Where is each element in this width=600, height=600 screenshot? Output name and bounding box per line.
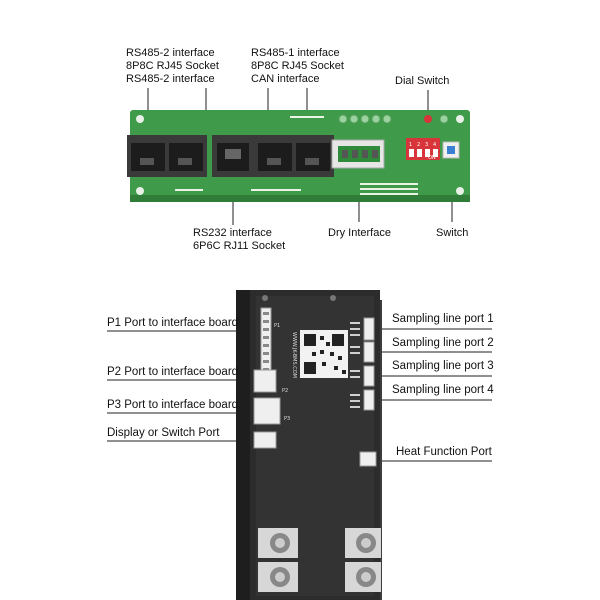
label-switch: Switch: [436, 227, 469, 239]
sampling-connectors: [363, 317, 375, 411]
label-sampling-port-2: Sampling line port 2: [392, 337, 494, 349]
silk-p3: P3: [284, 416, 290, 422]
label-sampling-port-4: Sampling line port 4: [392, 384, 494, 396]
heat-port: [359, 451, 377, 467]
label-p3-port: P3 Port to interface board: [107, 399, 239, 411]
dip-on-text: ON: [428, 155, 436, 161]
bms-board: [236, 290, 382, 600]
dip-num-3: 3: [425, 142, 428, 148]
dip-num-2: 2: [417, 142, 420, 148]
qr-code: [300, 330, 348, 378]
red-indicator: [424, 115, 432, 123]
rj45-socket-left-pair: [127, 135, 207, 177]
interface-board: 1 2 3 4 ON: [127, 110, 470, 202]
dry-interface-terminal: [331, 139, 385, 169]
rj45-socket-right-pair: [254, 135, 334, 177]
label-dial-switch: Dial Switch: [395, 75, 450, 87]
label-heat-function-port: Heat Function Port: [396, 446, 492, 458]
label-dry-interface: Dry Interface: [328, 227, 391, 239]
label-p1-port: P1 Port to interface board: [107, 317, 239, 329]
power-terminals: [258, 528, 381, 592]
dip-num-4: 4: [433, 142, 436, 148]
silk-url: WWW.JK-BMS.COM: [291, 332, 297, 378]
power-switch: [442, 141, 460, 159]
solder-pads: [175, 116, 418, 195]
label-rs232: RS232 interface 6P6C RJ11 Socket: [193, 227, 286, 252]
label-display-switch-port: Display or Switch Port: [107, 427, 220, 439]
label-sampling-port-1: Sampling line port 1: [392, 313, 494, 325]
label-rs485-2: RS485-2 interface 8P8C RJ45 Socket RS485…: [126, 47, 219, 85]
rj11-socket: [212, 135, 254, 177]
silk-p1: P1: [274, 323, 280, 329]
pin-markings: [350, 322, 360, 408]
dip-num-1: 1: [409, 142, 412, 148]
dial-switch: [406, 138, 440, 160]
label-rs485-1: RS485-1 interface 8P8C RJ45 Socket CAN i…: [251, 47, 344, 85]
label-p2-port: P2 Port to interface board: [107, 366, 239, 378]
led-row: [338, 114, 449, 124]
silk-p2: P2: [282, 388, 288, 394]
label-sampling-port-3: Sampling line port 3: [392, 360, 494, 372]
